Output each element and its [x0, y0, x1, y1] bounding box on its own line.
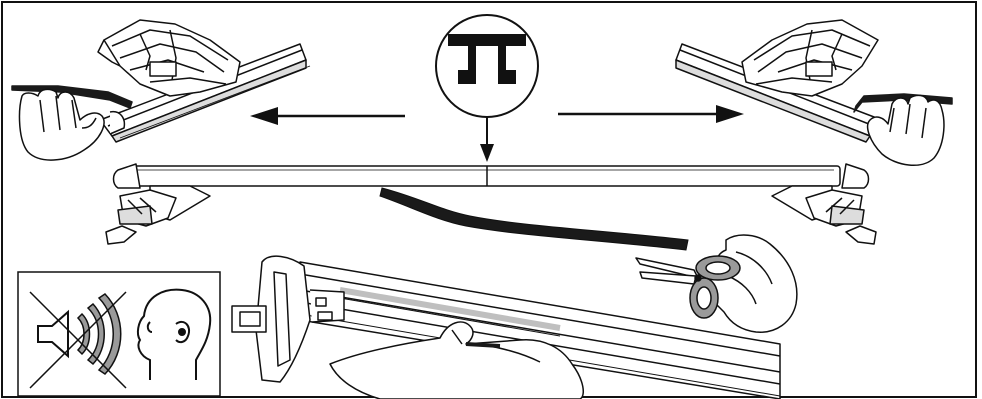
noise-reduction-panel: [18, 272, 220, 396]
strip-profile-symbol: [436, 15, 538, 117]
